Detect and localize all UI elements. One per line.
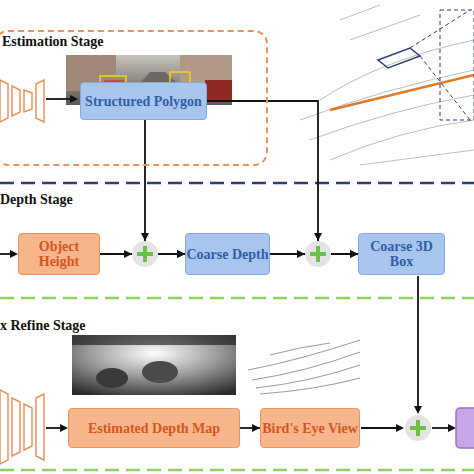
bev-point-cloud <box>248 340 360 394</box>
process-box: Estimated Depth Map <box>68 408 240 448</box>
stage-band: Estimation StageStructured Polygon <box>0 30 268 166</box>
box-label: Estimated Depth Map <box>88 421 220 436</box>
depth-map-image <box>72 335 236 395</box>
process-box: Structured Polygon <box>80 82 207 120</box>
process-box: Coarse Depth <box>185 233 270 275</box>
layout-arrow <box>0 99 450 428</box>
process-box: Object Height <box>18 233 100 275</box>
stage-label: x Refine Stage <box>0 318 86 334</box>
flow-arrow <box>240 427 260 429</box>
process-box: Bird's Eye View <box>260 408 360 448</box>
box-label: Coarse 3D Box <box>359 239 444 269</box>
stage-title: Estimation Stage <box>2 34 104 49</box>
box-label: Coarse Depth <box>186 247 268 262</box>
stage-label: Depth Stage <box>0 192 73 208</box>
point-cloud <box>300 5 474 165</box>
flow-arrow <box>270 253 358 255</box>
plus-junction <box>305 241 331 267</box>
stage-divider <box>0 297 474 300</box>
stage-divider <box>0 469 474 472</box>
box-label: Object Height <box>19 239 99 269</box>
flow-arrow <box>145 120 185 254</box>
box-label: Bird's Eye View <box>262 421 358 436</box>
process-box: Coarse 3D Box <box>358 233 445 275</box>
output-box <box>456 408 474 448</box>
plus-junction <box>405 415 431 441</box>
plus-junction <box>132 241 158 267</box>
stage-divider <box>0 182 474 185</box>
box-label: Structured Polygon <box>85 94 202 109</box>
flow-arrow <box>207 101 358 254</box>
arrowhead <box>10 95 456 432</box>
flow-arrow <box>100 253 185 255</box>
arrowhead <box>124 233 322 258</box>
